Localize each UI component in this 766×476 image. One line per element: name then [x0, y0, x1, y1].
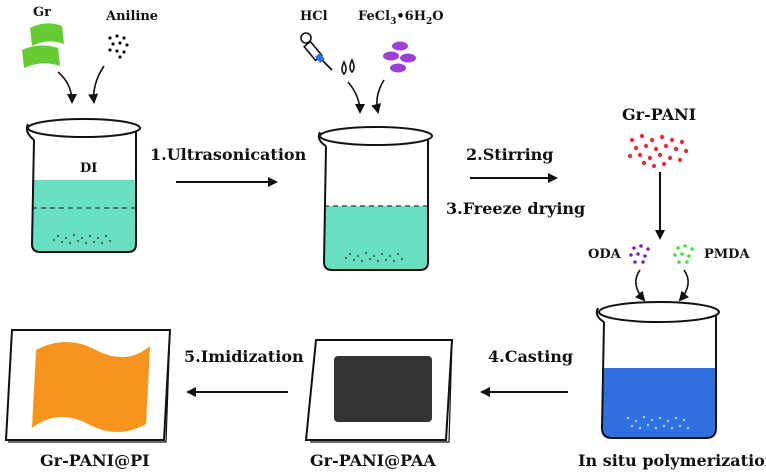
arrow-hcl-into-beaker	[347, 81, 365, 114]
arrow-oda-into-beaker	[634, 269, 646, 302]
arrow-pmda-into-beaker	[678, 269, 690, 302]
pmda-dots-icon	[673, 244, 694, 264]
oda-label: ODA	[588, 247, 622, 262]
insitu-label: In situ polymerization	[578, 451, 766, 470]
beaker-2-icon	[317, 126, 433, 271]
beaker-1-icon	[25, 118, 141, 253]
step-1-label: 1.Ultrasonication	[150, 145, 307, 164]
step-5-label: 5.Imidization	[184, 347, 304, 366]
arrow-gr-into-beaker	[57, 71, 77, 104]
gr-label: Gr	[33, 5, 51, 20]
aniline-label: Aniline	[105, 9, 158, 24]
gr-pani-label: Gr-PANI	[622, 105, 696, 124]
fecl3-particles-icon	[383, 41, 416, 73]
hcl-drops-icon	[341, 58, 355, 76]
hcl-label: HCl	[300, 9, 328, 24]
graphene-sheets-icon	[22, 23, 64, 68]
dropper-icon	[300, 32, 333, 71]
gr-pani-dots-icon	[627, 133, 689, 169]
beaker-3-icon	[595, 301, 720, 439]
paa-film-icon	[304, 339, 454, 443]
step-2-label: 2.Stirring	[466, 145, 553, 164]
arrow-aniline-into-beaker	[88, 65, 105, 104]
pi-film-icon	[4, 329, 172, 443]
pi-label: Gr-PANI@PI	[40, 451, 150, 470]
fecl3-label: FeCl3•6H2O	[358, 9, 444, 27]
step-3-label: 3.Freeze drying	[446, 199, 585, 218]
arrow-fecl3-into-beaker	[371, 79, 385, 114]
oda-dots-icon	[629, 244, 650, 264]
paa-label: Gr-PANI@PAA	[310, 451, 436, 470]
step-4-label: 4.Casting	[488, 347, 573, 366]
pmda-label: PMDA	[704, 247, 750, 262]
aniline-dots-icon	[108, 34, 129, 59]
di-label: DI	[80, 161, 97, 176]
